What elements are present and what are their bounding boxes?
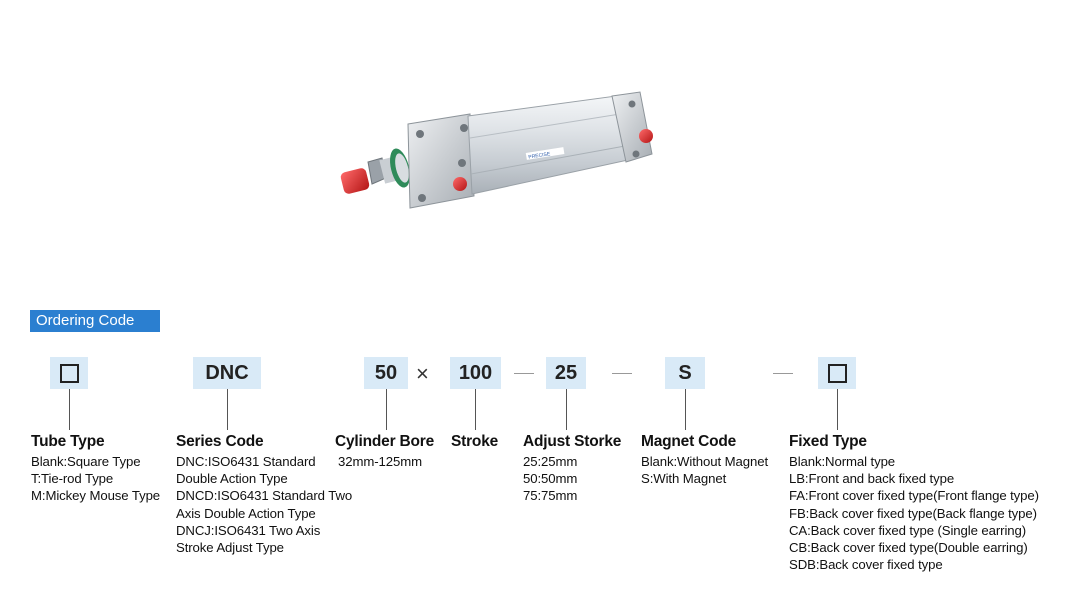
option-line: 25:25mm	[523, 454, 578, 469]
series-code-title: Series Code	[176, 433, 264, 450]
stroke-code-box: 100	[450, 357, 501, 389]
option-line: DNCD:ISO6431 Standard Two	[176, 488, 353, 504]
tube-type-options: Blank:Square Type T:Tie-rod Type M:Micke…	[31, 453, 160, 505]
option-line: Blank:Square Type	[31, 454, 141, 469]
option-line: Axis Double Action Type	[176, 505, 316, 521]
cylinder-product-image: PRECISE	[340, 91, 653, 209]
series-code-options: DNC:ISO6431 Standard Double Action Type …	[176, 453, 352, 556]
adjust-stroke-options: 25:25mm 50:50mm 75:75mm	[523, 453, 577, 505]
option-line: SDB:Back cover fixed type	[789, 557, 943, 573]
option-line: 50:50mm	[523, 471, 578, 487]
option-line: DNCJ:ISO6431 Two Axis	[176, 522, 321, 538]
option-line: FB:Back cover fixed type(Back flange typ…	[789, 505, 1037, 521]
magnet-code-options: Blank:Without Magnet S:With Magnet	[641, 453, 768, 487]
option-line: Blank:Without Magnet	[641, 454, 769, 469]
option-line: DNC:ISO6431 Standard	[176, 454, 316, 469]
cylinder-bore-options: 32mm-125mm	[338, 453, 422, 470]
connector-line	[227, 389, 228, 430]
fixed-type-options: Blank:Normal type LB:Front and back fixe…	[789, 453, 1039, 573]
dash-separator	[612, 373, 632, 374]
option-line: T:Tie-rod Type	[31, 471, 114, 487]
option-line: Double Action Type	[176, 471, 288, 487]
fixed-type-title: Fixed Type	[789, 433, 867, 450]
fixed-type-code-box	[818, 357, 856, 389]
option-line: 75:75mm	[523, 488, 578, 504]
dash-separator	[514, 373, 534, 374]
connector-line	[837, 389, 838, 430]
adjust-code-box: 25	[546, 357, 586, 389]
tube-type-code-box	[50, 357, 88, 389]
option-line: Blank:Normal type	[789, 454, 896, 469]
option-line: S:With Magnet	[641, 471, 727, 487]
option-line: 32mm-125mm	[338, 454, 423, 469]
connector-line	[685, 389, 686, 430]
bore-code-box: 50	[364, 357, 408, 389]
series-code-box: DNC	[193, 357, 261, 389]
connector-line	[386, 389, 387, 430]
option-line: M:Mickey Mouse Type	[31, 488, 161, 504]
times-sign: ×	[416, 361, 429, 386]
connector-line	[475, 389, 476, 430]
empty-square-icon	[59, 363, 79, 383]
cylinder-bore-title: Cylinder Bore	[335, 433, 435, 450]
connector-line	[566, 389, 567, 430]
option-line: Stroke Adjust Type	[176, 540, 284, 556]
magnet-code-title: Magnet Code	[641, 433, 737, 450]
stroke-title: Stroke	[451, 433, 499, 450]
ordering-code-heading: Ordering Code	[30, 310, 160, 332]
svg-text:PRECISE: PRECISE	[528, 151, 551, 160]
option-line: CA:Back cover fixed type (Single earring…	[789, 522, 1027, 538]
option-line: FA:Front cover fixed type(Front flange t…	[789, 488, 1039, 504]
empty-square-icon	[827, 363, 847, 383]
magnet-code-box: S	[665, 357, 705, 389]
option-line: CB:Back cover fixed type(Double earring)	[789, 540, 1028, 556]
connector-line	[69, 389, 70, 430]
option-line: LB:Front and back fixed type	[789, 471, 955, 487]
tube-type-title: Tube Type	[31, 433, 105, 450]
dash-separator	[773, 373, 793, 374]
adjust-stroke-title: Adjust Storke	[523, 433, 622, 450]
